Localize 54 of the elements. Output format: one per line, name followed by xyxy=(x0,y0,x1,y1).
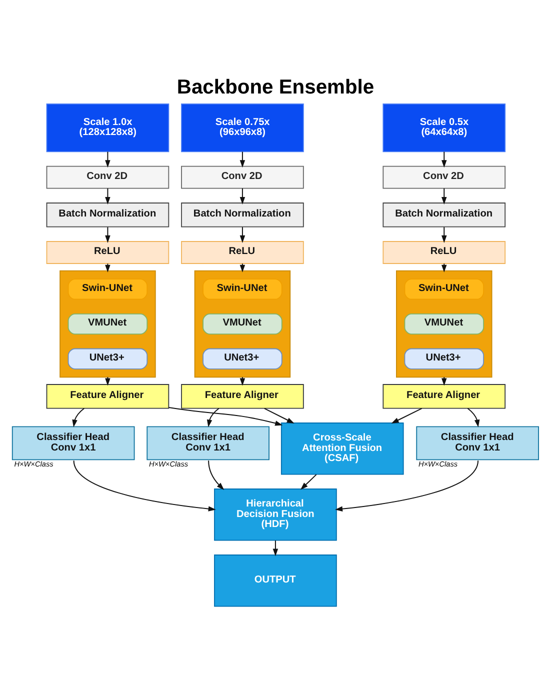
node-box: Scale 0.75x (96x96x8) xyxy=(181,103,304,152)
arrow xyxy=(240,226,246,242)
arrow xyxy=(105,151,110,168)
arrow xyxy=(208,460,224,490)
node-box: Swin-UNet xyxy=(68,278,148,300)
arrow xyxy=(240,151,246,168)
node-box: Conv 2D xyxy=(46,165,170,188)
arrow xyxy=(105,376,110,386)
node-box: VMUNet xyxy=(404,312,484,334)
arrow xyxy=(441,188,447,204)
node-box: Feature Aligner xyxy=(382,384,506,408)
node-box: Batch Normalization xyxy=(46,202,170,227)
arrow xyxy=(441,263,447,272)
diagram-title: Backbone Ensemble xyxy=(176,76,374,98)
node-box: Batch Normalization xyxy=(382,202,506,227)
arrow xyxy=(206,408,220,427)
node-label: H×W×Class xyxy=(148,458,188,468)
arrow xyxy=(240,376,246,386)
node-box: Feature Aligner xyxy=(46,384,170,408)
arrow xyxy=(72,408,84,427)
node-box: OUTPUT xyxy=(214,554,337,606)
node-box: VMUNet xyxy=(202,312,282,334)
arrow xyxy=(73,460,216,511)
arrow xyxy=(441,226,447,242)
node-box: Cross-Scale Attention Fusion (CSAF) xyxy=(280,422,404,474)
arrow xyxy=(105,226,110,242)
node-label: H×W×Class xyxy=(418,458,458,468)
arrow xyxy=(105,188,110,204)
node-box: VMUNet xyxy=(68,312,148,334)
node-label: H×W×Class xyxy=(14,458,54,468)
node-box: UNet3+ xyxy=(404,348,484,369)
node-box: Swin-UNet xyxy=(202,278,282,300)
arrow xyxy=(105,263,110,272)
node-box: Scale 0.5x (64x64x8) xyxy=(382,103,506,152)
arrow xyxy=(240,188,246,204)
arrow xyxy=(264,407,294,424)
arrow xyxy=(240,263,246,272)
arrow xyxy=(467,408,480,427)
node-box: Conv 2D xyxy=(382,165,506,188)
node-box: Hierarchical Decision Fusion (HDF) xyxy=(214,488,337,540)
arrow xyxy=(300,474,317,490)
node-box: Conv 2D xyxy=(181,165,304,188)
arrow xyxy=(391,407,422,424)
node-box: Batch Normalization xyxy=(181,202,304,227)
arrow xyxy=(168,406,283,426)
node-box: Swin-UNet xyxy=(404,278,484,300)
arrow xyxy=(272,540,278,556)
node-box: Scale 1.0x (128x128x8) xyxy=(46,103,170,152)
arrow xyxy=(335,460,479,512)
arrow xyxy=(441,376,447,386)
node-box: UNet3+ xyxy=(202,348,282,369)
arrow xyxy=(441,151,447,168)
node-box: Feature Aligner xyxy=(181,384,304,408)
node-box: UNet3+ xyxy=(68,348,148,369)
